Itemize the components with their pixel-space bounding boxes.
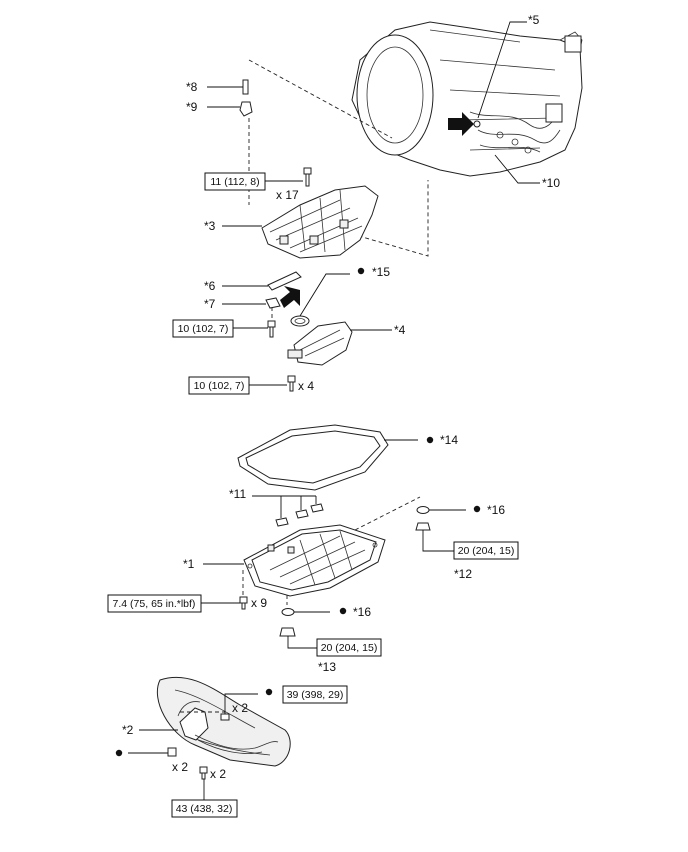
qty-oil-pan: x 9 — [251, 596, 267, 610]
torque-drain-bottom: 20 (204, 15) — [321, 642, 378, 654]
qty-bracket-upper: x 2 — [232, 701, 248, 715]
callout-6-label: *6 — [204, 279, 216, 293]
callout-2-label: *2 — [122, 723, 134, 737]
callout-5-label: *5 — [528, 13, 540, 27]
callout-15-label: *15 — [372, 265, 390, 279]
part-6-plate: *6 — [204, 271, 302, 293]
part-3-valve-body: *3 — [204, 185, 379, 259]
callout-12-label: *12 — [454, 567, 472, 581]
part-16-gasket-side: *16 — [416, 503, 505, 517]
non-reusable-dot-icon — [265, 688, 273, 696]
callout-4-label: *4 — [394, 323, 406, 337]
bracket-lower-bolts: 43 (438, 32) x 2 — [171, 766, 238, 818]
callout-14-label: *14 — [440, 433, 458, 447]
non-reusable-dot-icon — [357, 267, 365, 275]
part-16-gasket-bottom: *16 — [281, 605, 371, 619]
qty-bracket-lower: x 2 — [210, 767, 226, 781]
transmission-case — [351, 21, 583, 177]
callout-1-label: *1 — [183, 557, 195, 571]
torque-box-valve-body: 11 (112, 8) x 17 — [204, 172, 303, 202]
torque-valve-body: 11 (112, 8) — [210, 176, 259, 188]
alignment-line-top — [248, 59, 393, 139]
part-7-gasket: *7 — [204, 297, 281, 311]
part-11-magnets: *11 — [229, 487, 324, 527]
part-9-bolt: *9 — [186, 100, 253, 117]
callout-16a-label: *16 — [487, 503, 505, 517]
callout-13-label: *13 — [318, 660, 336, 674]
torque-oil-pan: 7.4 (75, 65 in.*lbf) — [113, 598, 196, 610]
oil-pan-bolts — [239, 596, 248, 610]
qty-strainer: x 4 — [298, 379, 314, 393]
torque-strainer-single: 10 (102, 7) — [178, 323, 229, 335]
arrow-icon — [280, 286, 300, 308]
torque-drain-side: 20 (204, 15) — [458, 545, 515, 557]
callout-3-label: *3 — [204, 219, 216, 233]
non-reusable-dot-icon — [115, 749, 123, 757]
torque-box-strainer: 10 (102, 7) x 4 — [188, 376, 314, 395]
non-reusable-dot-icon — [426, 436, 434, 444]
torque-bracket-lower: 43 (438, 32) — [176, 803, 233, 815]
bracket-nuts: x 2 — [115, 747, 188, 774]
part-2-bracket: *2 — [122, 701, 279, 754]
arrow-icon — [448, 112, 474, 136]
part-4-strainer: *4 — [287, 321, 406, 366]
strainer-bolts — [287, 375, 296, 392]
torque-box-oil-pan: 7.4 (75, 65 in.*lbf) x 9 — [107, 594, 267, 613]
callout-11-label: *11 — [229, 487, 246, 501]
qty-bracket-nuts: x 2 — [172, 760, 188, 774]
part-1-oil-pan: *1 — [183, 524, 386, 597]
callout-10: *10 — [494, 154, 560, 190]
strainer-single-bolt — [267, 320, 276, 338]
bracket-upper-bolts: 39 (398, 29) x 2 — [220, 685, 348, 721]
part-13-drain-plug: 20 (204, 15) *13 — [279, 627, 382, 674]
callout-8-label: *8 — [186, 80, 198, 94]
part-14-pan-gasket: *14 — [237, 424, 458, 491]
non-reusable-dot-icon — [473, 505, 481, 513]
callout-10-label: *10 — [542, 176, 560, 190]
torque-strainer: 10 (102, 7) — [194, 380, 245, 392]
part-15-o-ring: *15 — [290, 265, 390, 327]
callout-16b-label: *16 — [353, 605, 371, 619]
callout-5: *5 — [477, 13, 540, 119]
qty-valve-body: x 17 — [276, 188, 299, 202]
part-8-pin: *8 — [186, 79, 249, 95]
valve-body-bolt — [303, 167, 312, 187]
alignment-line-valve — [344, 180, 429, 257]
torque-bracket-upper: 39 (398, 29) — [287, 689, 344, 701]
torque-box-strainer-single: 10 (102, 7) — [172, 319, 268, 338]
non-reusable-dot-icon — [339, 607, 347, 615]
callout-7-label: *7 — [204, 297, 216, 311]
alignment-line-pan — [354, 496, 421, 531]
part-12-drain-plug: 20 (204, 15) *12 — [415, 522, 519, 581]
callout-9-label: *9 — [186, 100, 198, 114]
